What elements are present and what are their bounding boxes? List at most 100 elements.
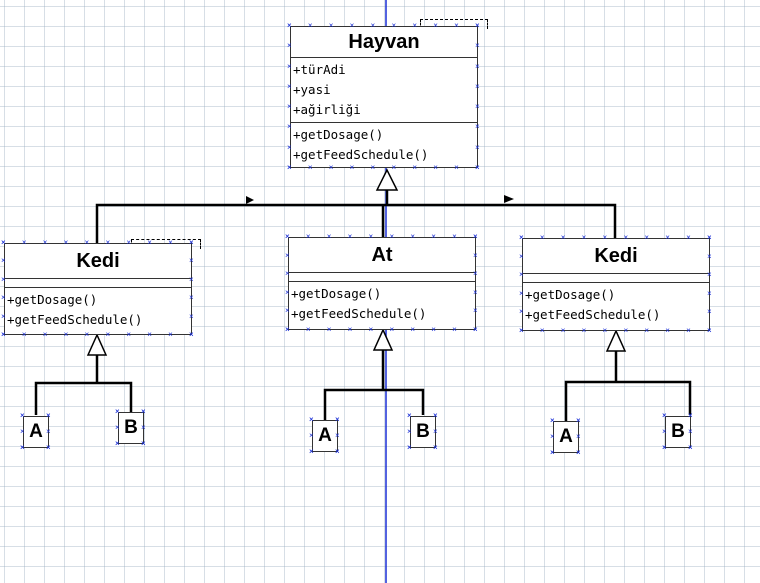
resize-handle: × — [560, 233, 566, 242]
resize-handle: × — [326, 232, 332, 241]
resize-handle: × — [46, 411, 51, 420]
resize-handle: × — [335, 447, 340, 456]
resize-handle: × — [475, 21, 480, 30]
class-kedi-left[interactable]: Kedi +getDosage() +getFeedSchedule() — [4, 243, 192, 335]
class-kedi-left-name: Kedi — [5, 244, 191, 279]
resize-handle: × — [452, 232, 457, 241]
resize-handle: × — [391, 21, 397, 30]
resize-handle: × — [412, 21, 417, 30]
class-kedi-right-name: Kedi — [523, 239, 709, 274]
resize-handle: × — [287, 102, 292, 112]
resize-handle: × — [662, 443, 667, 452]
resize-handle: × — [519, 233, 524, 242]
resize-handle: × — [309, 431, 314, 440]
resize-handle: × — [389, 325, 395, 334]
resize-handle: × — [287, 142, 292, 152]
class-hayvan-methods: +getDosage() +getFeedSchedule() — [291, 123, 477, 167]
class-kedi-right[interactable]: Kedi +getDosage() +getFeedSchedule() — [522, 238, 710, 331]
resize-handle: × — [305, 325, 311, 334]
method-row: +getFeedSchedule() — [525, 307, 661, 322]
resize-handle: × — [285, 287, 290, 297]
resize-handle: × — [305, 232, 311, 241]
resize-handle: × — [665, 233, 670, 242]
resize-handle: × — [189, 274, 194, 284]
resize-handle: × — [665, 326, 670, 335]
resize-handle: × — [473, 287, 478, 297]
resize-handle: × — [550, 448, 555, 457]
class-at[interactable]: At +getDosage() +getFeedSchedule() — [288, 237, 476, 330]
hayvan-inheritance-arrow — [375, 168, 399, 191]
resize-handle: × — [475, 142, 480, 152]
resize-handle: × — [550, 432, 555, 441]
class-hayvan[interactable]: Hayvan +türAdi +yasi +ağirliği +getDosag… — [290, 26, 478, 168]
resize-handle: × — [431, 232, 436, 241]
resize-handle: × — [285, 250, 290, 260]
resize-handle: × — [560, 326, 566, 335]
resize-handle: × — [285, 325, 290, 334]
class-kedi-left-b[interactable]: B — [118, 412, 144, 444]
resize-handle: × — [473, 232, 478, 241]
kedi-right-subtree-lines — [564, 351, 692, 421]
resize-handle: × — [576, 432, 581, 441]
resize-handle: × — [1, 293, 6, 303]
resize-handle: × — [519, 270, 524, 280]
resize-handle: × — [581, 233, 587, 242]
method-row: +getFeedSchedule() — [7, 312, 143, 327]
resize-handle: × — [662, 443, 667, 452]
class-kedi-left-methods: +getDosage() +getFeedSchedule() — [5, 288, 191, 332]
class-hayvan-attributes: +türAdi +yasi +ağirliği — [291, 58, 477, 123]
resize-handle: × — [623, 326, 629, 335]
resize-handle: × — [707, 326, 712, 335]
inheritance-bus — [95, 190, 617, 243]
resize-handle: × — [126, 238, 131, 247]
method-row: +getDosage() — [291, 286, 382, 301]
resize-handle: × — [519, 251, 524, 261]
resize-handle: × — [389, 232, 395, 241]
resize-handle: × — [347, 325, 353, 334]
resize-handle: × — [105, 238, 111, 247]
class-at-b[interactable]: B — [410, 416, 436, 448]
class-kedi-left-attributes — [5, 279, 191, 288]
attribute-row: +türAdi — [293, 62, 346, 77]
resize-handle: × — [688, 427, 693, 436]
resize-handle: × — [285, 232, 290, 241]
resize-handle: × — [1, 274, 6, 284]
resize-handle: × — [539, 233, 545, 242]
resize-handle: × — [550, 448, 555, 457]
resize-handle: × — [688, 411, 693, 420]
resize-handle: × — [475, 21, 480, 30]
resize-handle: × — [433, 427, 438, 436]
resize-handle: × — [368, 232, 374, 241]
resize-handle: × — [475, 41, 480, 51]
resize-handle: × — [473, 325, 478, 334]
method-row: +getDosage() — [7, 292, 98, 307]
resize-handle: × — [309, 415, 314, 424]
resize-handle: × — [42, 238, 48, 247]
resize-handle: × — [285, 269, 290, 279]
method-row: +getDosage() — [293, 127, 384, 142]
resize-handle: × — [688, 443, 693, 452]
bus-arrow-right — [504, 195, 514, 203]
resize-handle: × — [707, 326, 712, 335]
resize-handle: × — [347, 232, 353, 241]
class-kedi-right-a[interactable]: A — [553, 421, 579, 453]
class-kedi-left-a[interactable]: A — [23, 416, 49, 448]
resize-handle: × — [412, 163, 417, 172]
class-at-a[interactable]: A — [312, 420, 338, 452]
resize-handle: × — [1, 256, 6, 266]
resize-handle: × — [576, 448, 581, 457]
resize-handle: × — [473, 232, 478, 241]
resize-handle: × — [433, 411, 438, 420]
class-hayvan-name: Hayvan — [291, 27, 477, 58]
resize-handle: × — [370, 21, 376, 30]
resize-handle: × — [473, 250, 478, 260]
resize-handle: × — [662, 411, 667, 420]
resize-handle: × — [335, 431, 340, 440]
resize-handle: × — [473, 306, 478, 316]
resize-handle: × — [42, 330, 48, 339]
resize-handle: × — [20, 411, 25, 420]
resize-handle: × — [1, 330, 6, 339]
class-kedi-right-b[interactable]: B — [665, 416, 691, 448]
resize-handle: × — [141, 423, 146, 432]
